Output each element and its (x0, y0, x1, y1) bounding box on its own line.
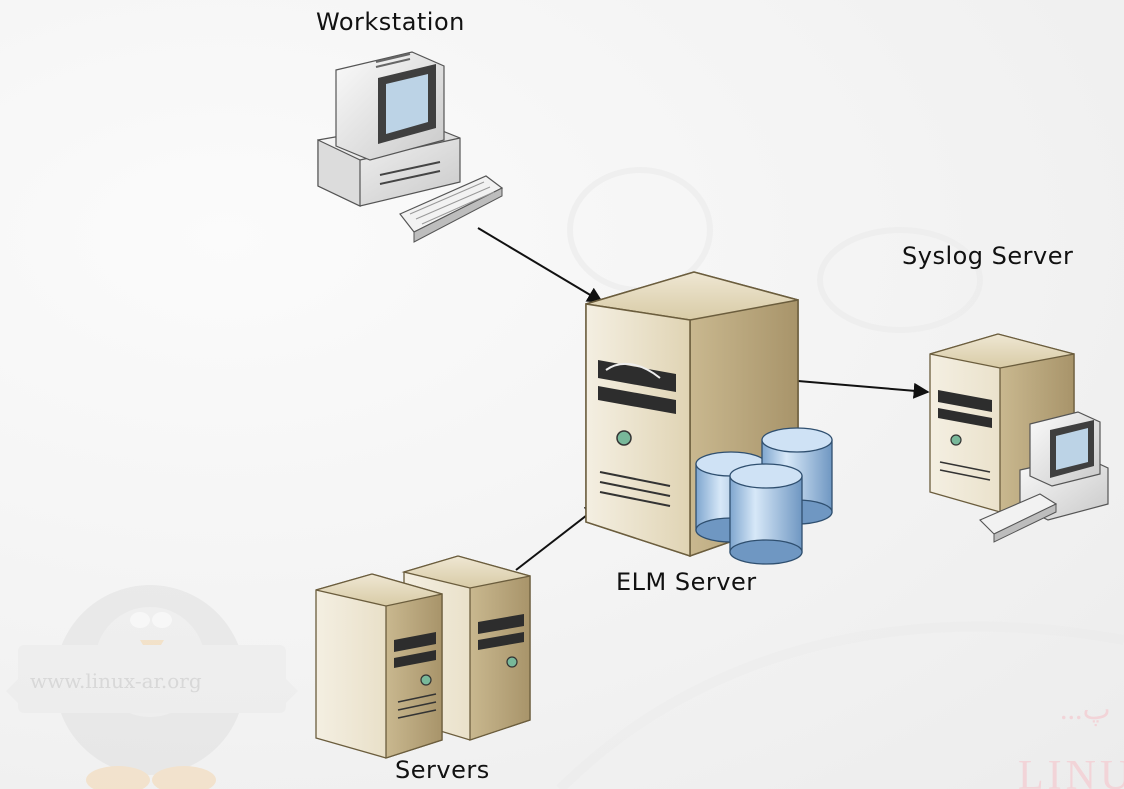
corner-watermark-text: LINU (1018, 753, 1124, 789)
edge-elm-to-syslog (797, 380, 930, 399)
corner-watermark-dots: ...پ (1060, 693, 1111, 726)
servers-icon (315, 555, 531, 759)
database-icon (695, 427, 833, 565)
syslog-server-icon (929, 333, 1109, 543)
syslog-server-label: Syslog Server (902, 242, 1074, 270)
workstation-icon (317, 51, 504, 243)
edge-workstation-to-elm (477, 227, 604, 303)
workstation-label: Workstation (316, 8, 465, 36)
watermark-url: www.linux-ar.org (30, 669, 202, 693)
servers-label: Servers (395, 756, 490, 784)
penguin-watermark-icon (6, 585, 298, 789)
elm-server-label: ELM Server (616, 568, 757, 596)
